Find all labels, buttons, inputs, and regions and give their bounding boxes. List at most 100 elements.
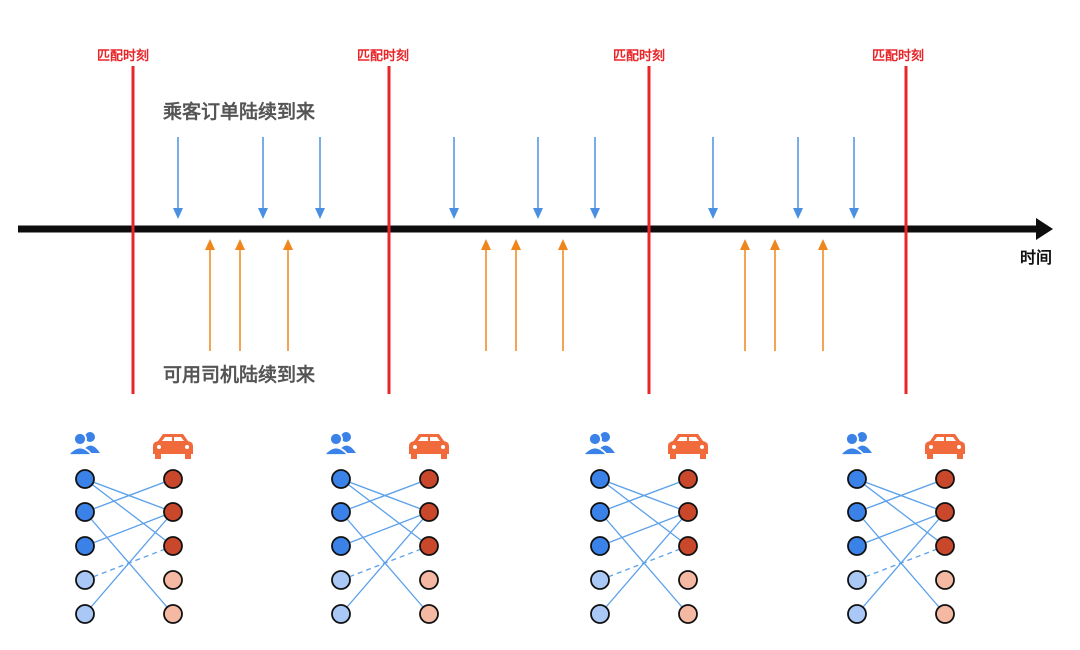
passenger-node: [590, 536, 610, 556]
driver-node: [678, 469, 698, 489]
driver-node: [678, 570, 698, 590]
driver-node: [935, 536, 955, 556]
passenger-arrival-arrow: [793, 137, 803, 219]
users-icon: [838, 432, 872, 456]
bipartite-panel-1: [66, 432, 193, 624]
match-edge: [599, 511, 689, 547]
matching-panels: [66, 432, 965, 624]
passenger-node: [847, 502, 867, 522]
match-edge: [84, 478, 174, 547]
passenger-stream-label: 乘客订单陆续到来: [162, 100, 315, 123]
passenger-node: [590, 570, 610, 590]
match-moment-group-2: 匹配时刻: [357, 48, 409, 394]
driver-node: [163, 570, 183, 590]
driver-node: [163, 604, 183, 624]
passenger-arrival-arrow: [533, 137, 543, 219]
time-axis: 时间: [18, 218, 1053, 267]
passenger-node: [331, 502, 351, 522]
passenger-node: [75, 502, 95, 522]
passenger-arrival-arrow: [708, 137, 718, 219]
users-icon: [66, 432, 100, 456]
passenger-node: [331, 469, 351, 489]
driver-node: [678, 536, 698, 556]
driver-stream-label: 可用司机陆续到来: [163, 363, 315, 386]
passenger-arrival-arrow: [258, 137, 268, 219]
match-edge: [340, 511, 430, 615]
driver-arrival-arrow: [818, 239, 828, 351]
driver-node: [419, 536, 439, 556]
car-icon: [409, 434, 449, 459]
driver-node: [163, 502, 183, 522]
car-icon: [668, 434, 708, 459]
match-edge: [856, 511, 946, 547]
users-icon: [322, 432, 356, 456]
match-edge: [84, 511, 174, 615]
users-icon: [581, 432, 615, 456]
driver-node: [419, 604, 439, 624]
match-edge: [340, 511, 430, 547]
match-edge: [84, 478, 174, 513]
match-edge: [856, 478, 946, 547]
match-edge: [84, 511, 174, 547]
match-edge: [856, 478, 946, 513]
driver-node: [935, 570, 955, 590]
match-edge: [599, 511, 689, 615]
passenger-node: [847, 536, 867, 556]
bipartite-panel-3: [581, 432, 708, 624]
time-axis-label: 时间: [1020, 248, 1052, 267]
match-moment-group-1: 匹配时刻: [97, 48, 149, 394]
passenger-arrival-arrow: [849, 137, 859, 219]
match-moment-label: 匹配时刻: [872, 48, 924, 64]
passenger-node: [75, 570, 95, 590]
driver-node: [419, 502, 439, 522]
timeline-arrowhead-icon: [1036, 218, 1053, 240]
bipartite-panel-4: [838, 432, 965, 624]
match-moment-label: 匹配时刻: [97, 48, 149, 64]
match-moment-label: 匹配时刻: [357, 48, 409, 64]
driver-arrival-arrow: [511, 239, 521, 351]
match-edge: [340, 478, 430, 513]
match-edge: [599, 478, 689, 547]
driver-node: [678, 604, 698, 624]
passenger-node: [590, 469, 610, 489]
passenger-node: [75, 604, 95, 624]
driver-arrival-arrow: [770, 239, 780, 351]
driver-arrival-arrow: [205, 239, 215, 351]
passenger-arrival-arrow: [315, 137, 325, 219]
passenger-node: [847, 570, 867, 590]
driver-arrival-arrow: [283, 239, 293, 351]
passenger-node: [75, 536, 95, 556]
driver-arrival-arrow: [235, 239, 245, 351]
driver-node: [935, 604, 955, 624]
driver-node: [163, 469, 183, 489]
match-moment-group-3: 匹配时刻: [613, 48, 665, 394]
match-edge: [599, 478, 689, 513]
driver-arrival-arrow: [740, 239, 750, 351]
passenger-arrival-arrow: [590, 137, 600, 219]
driver-arrival-arrow: [481, 239, 491, 351]
match-moment-label: 匹配时刻: [613, 48, 665, 64]
passenger-node: [331, 570, 351, 590]
match-edge: [340, 478, 430, 547]
match-edge: [856, 511, 946, 615]
passenger-node: [590, 604, 610, 624]
arrival-arrows: [173, 137, 859, 351]
driver-node: [163, 536, 183, 556]
driver-node: [419, 469, 439, 489]
driver-node: [678, 502, 698, 522]
passenger-node: [847, 469, 867, 489]
driver-node: [419, 570, 439, 590]
passenger-node: [75, 469, 95, 489]
match-moment-group-4: 匹配时刻: [872, 48, 924, 394]
passenger-node: [847, 604, 867, 624]
passenger-arrival-arrow: [449, 137, 459, 219]
passenger-arrival-arrow: [173, 137, 183, 219]
car-icon: [153, 434, 193, 459]
passenger-node: [590, 502, 610, 522]
driver-arrival-arrow: [558, 239, 568, 351]
driver-node: [935, 502, 955, 522]
bipartite-panel-2: [322, 432, 449, 624]
driver-node: [935, 469, 955, 489]
